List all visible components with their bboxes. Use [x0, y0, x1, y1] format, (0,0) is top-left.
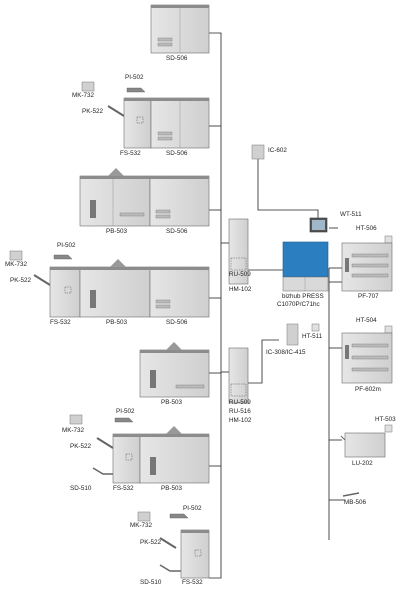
label-sd506-row3: SD-506	[166, 228, 188, 235]
label-pb503-row6: PB-503	[161, 485, 183, 492]
label-pi502-row7: PI-502	[183, 505, 202, 512]
label-bizhub-model: C1070P/C71hc	[277, 301, 320, 308]
label-mk732-row4: MK-732	[5, 261, 28, 268]
ru509-ru516-hm102-lower	[228, 347, 249, 404]
pb503-row	[139, 342, 210, 398]
label-mk732-row7: MK-732	[130, 522, 153, 529]
label-mb506: MB-506	[344, 499, 367, 506]
label-sd510-row7: SD-510	[140, 579, 162, 586]
pb503-sd506-row	[79, 168, 210, 227]
label-fs532-row2: FS-532	[120, 150, 141, 157]
label-pb503-row5: PB-503	[161, 399, 183, 406]
label-pi502-row4: PI-502	[57, 242, 76, 249]
label-sd506-row2: SD-506	[166, 150, 188, 157]
fs532-pb503-sd506-row	[9, 250, 210, 318]
fs532-sd506-row	[81, 81, 210, 149]
label-pi502-row2: PI-502	[125, 74, 144, 81]
label-pk522-row2: PK-522	[82, 108, 104, 115]
label-pb503-row4: PB-503	[106, 319, 128, 326]
label-sd506-top: SD-506	[166, 55, 188, 62]
label-bizhub-press: bizhub PRESS	[282, 293, 324, 300]
label-ht506: HT-506	[356, 225, 377, 232]
label-pf707: PF-707	[358, 293, 379, 300]
label-fs532-row6: FS-532	[113, 485, 134, 492]
label-mk732-row6: MK-732	[62, 427, 85, 434]
ru509-hm102-upper	[228, 218, 249, 285]
mb506-unit	[342, 492, 360, 497]
pf707-unit	[341, 235, 393, 292]
label-pi502-row6: PI-502	[116, 408, 135, 415]
label-fs532-row4: FS-532	[50, 319, 71, 326]
label-ru509-upper: RU-509	[229, 271, 251, 278]
sd510-fs532-pb503-row	[69, 414, 210, 484]
label-pk522-row7: PK-522	[140, 539, 162, 546]
sd506-top-unit	[150, 4, 210, 54]
ic602-unit	[251, 144, 265, 160]
connector-lines	[209, 32, 345, 579]
lu202-unit	[340, 424, 393, 458]
label-hm102-upper: HM-102	[229, 286, 252, 293]
label-lu202: LU-202	[352, 460, 373, 467]
label-sd506-row4: SD-506	[166, 319, 188, 326]
label-ic602: IC-602	[268, 147, 287, 154]
label-pb503-row3: PB-503	[106, 228, 128, 235]
label-pk522-row6: PK-522	[70, 443, 92, 450]
label-fs532-row7: FS-532	[182, 579, 203, 586]
sd510-fs532-row	[137, 511, 210, 579]
label-ic308-ic415: IC-308/IC-415	[266, 349, 306, 356]
label-ru516: RU-516	[229, 408, 251, 415]
label-ht503: HT-503	[375, 416, 396, 423]
label-sd510-row6: SD-510	[70, 485, 92, 492]
label-ru509-lower: RU-509	[229, 399, 251, 406]
pf602m-unit	[341, 325, 393, 384]
bizhub-press-main-engine	[282, 217, 329, 292]
label-ht511: HT-511	[302, 333, 323, 340]
label-hm102-lower: HM-102	[229, 417, 252, 424]
ic308-unit	[286, 323, 299, 346]
label-pf602m: PF-602m	[355, 386, 381, 393]
label-wt511: WT-511	[340, 211, 362, 218]
label-mk732-row2: MK-732	[72, 92, 95, 99]
label-pk522-row4: PK-522	[10, 277, 32, 284]
ht511-unit	[311, 323, 320, 332]
label-ht504: HT-504	[356, 317, 377, 324]
